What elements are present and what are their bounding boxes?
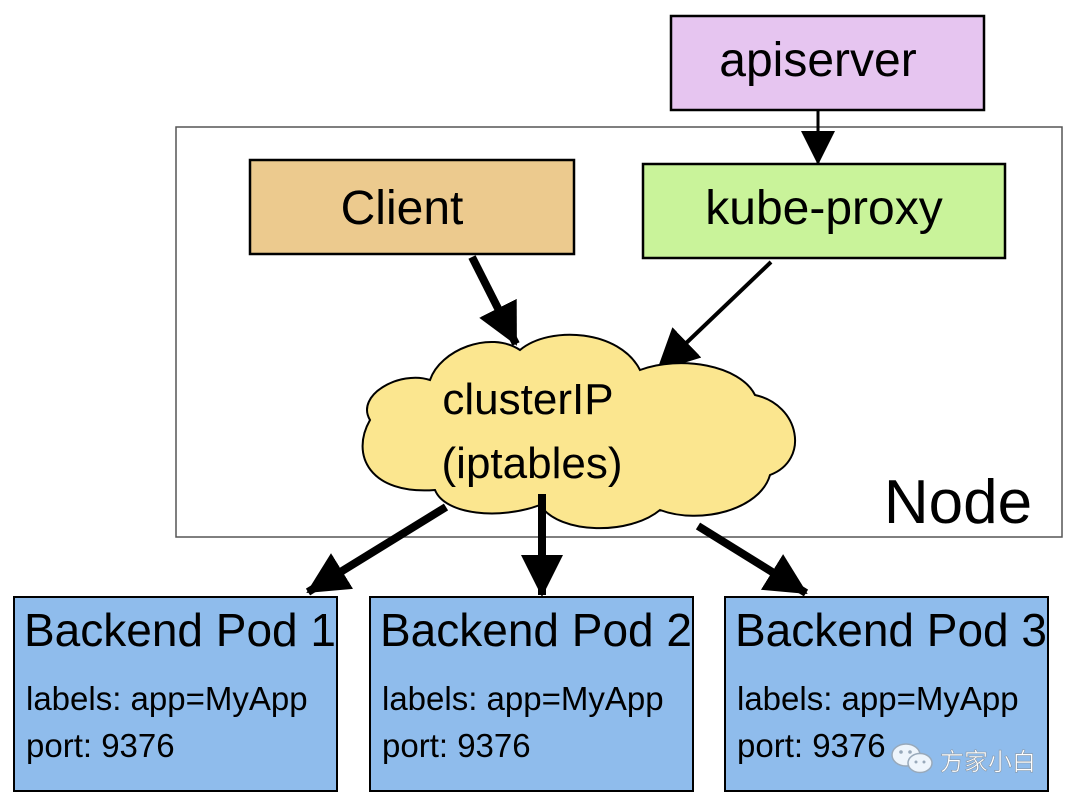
backend-pod-1-port: port: 9376 [26, 727, 175, 764]
watermark-text: 方家小白 [940, 748, 1036, 776]
backend-pod-2-title: Backend Pod 2 [380, 604, 692, 656]
watermark: 方家小白 [891, 743, 1036, 776]
apiserver-label: apiserver [719, 34, 916, 87]
kube-proxy-label: kube-proxy [705, 182, 942, 235]
backend-pod-1-box [13, 596, 338, 792]
cluster-ip-sublabel: (iptables) [442, 439, 623, 488]
backend-pod-1-labels: labels: app=MyApp [26, 680, 308, 717]
node-label: Node [884, 468, 1032, 537]
cluster-ip-label: clusterIP [442, 375, 613, 424]
backend-pod-2-box [369, 596, 694, 792]
client-box [248, 158, 576, 256]
backend-pod-2-labels: labels: app=MyApp [382, 680, 664, 717]
wechat-icon [891, 743, 933, 774]
arrow-client-to-cluster-ip [468, 255, 520, 346]
apiserver-box [669, 14, 986, 112]
backend-pod-3-title: Backend Pod 3 [735, 604, 1047, 656]
backend-pod-3-port: port: 9376 [737, 727, 886, 764]
backend-pod-1-title: Backend Pod 1 [24, 604, 336, 656]
backend-pod-3-labels: labels: app=MyApp [737, 680, 1019, 717]
arrow-kube-proxy-to-cluster-ip [656, 260, 773, 372]
backend-pod-2-port: port: 9376 [382, 727, 531, 764]
backend-pod-3-box [724, 596, 1049, 792]
arrow-cluster-ip-to-pod-3 [695, 522, 809, 597]
cluster-ip-cloud [361, 333, 796, 530]
kube-proxy-box [641, 162, 1007, 260]
arrow-cluster-ip-to-pod-1 [305, 503, 449, 596]
client-label: Client [341, 182, 464, 235]
